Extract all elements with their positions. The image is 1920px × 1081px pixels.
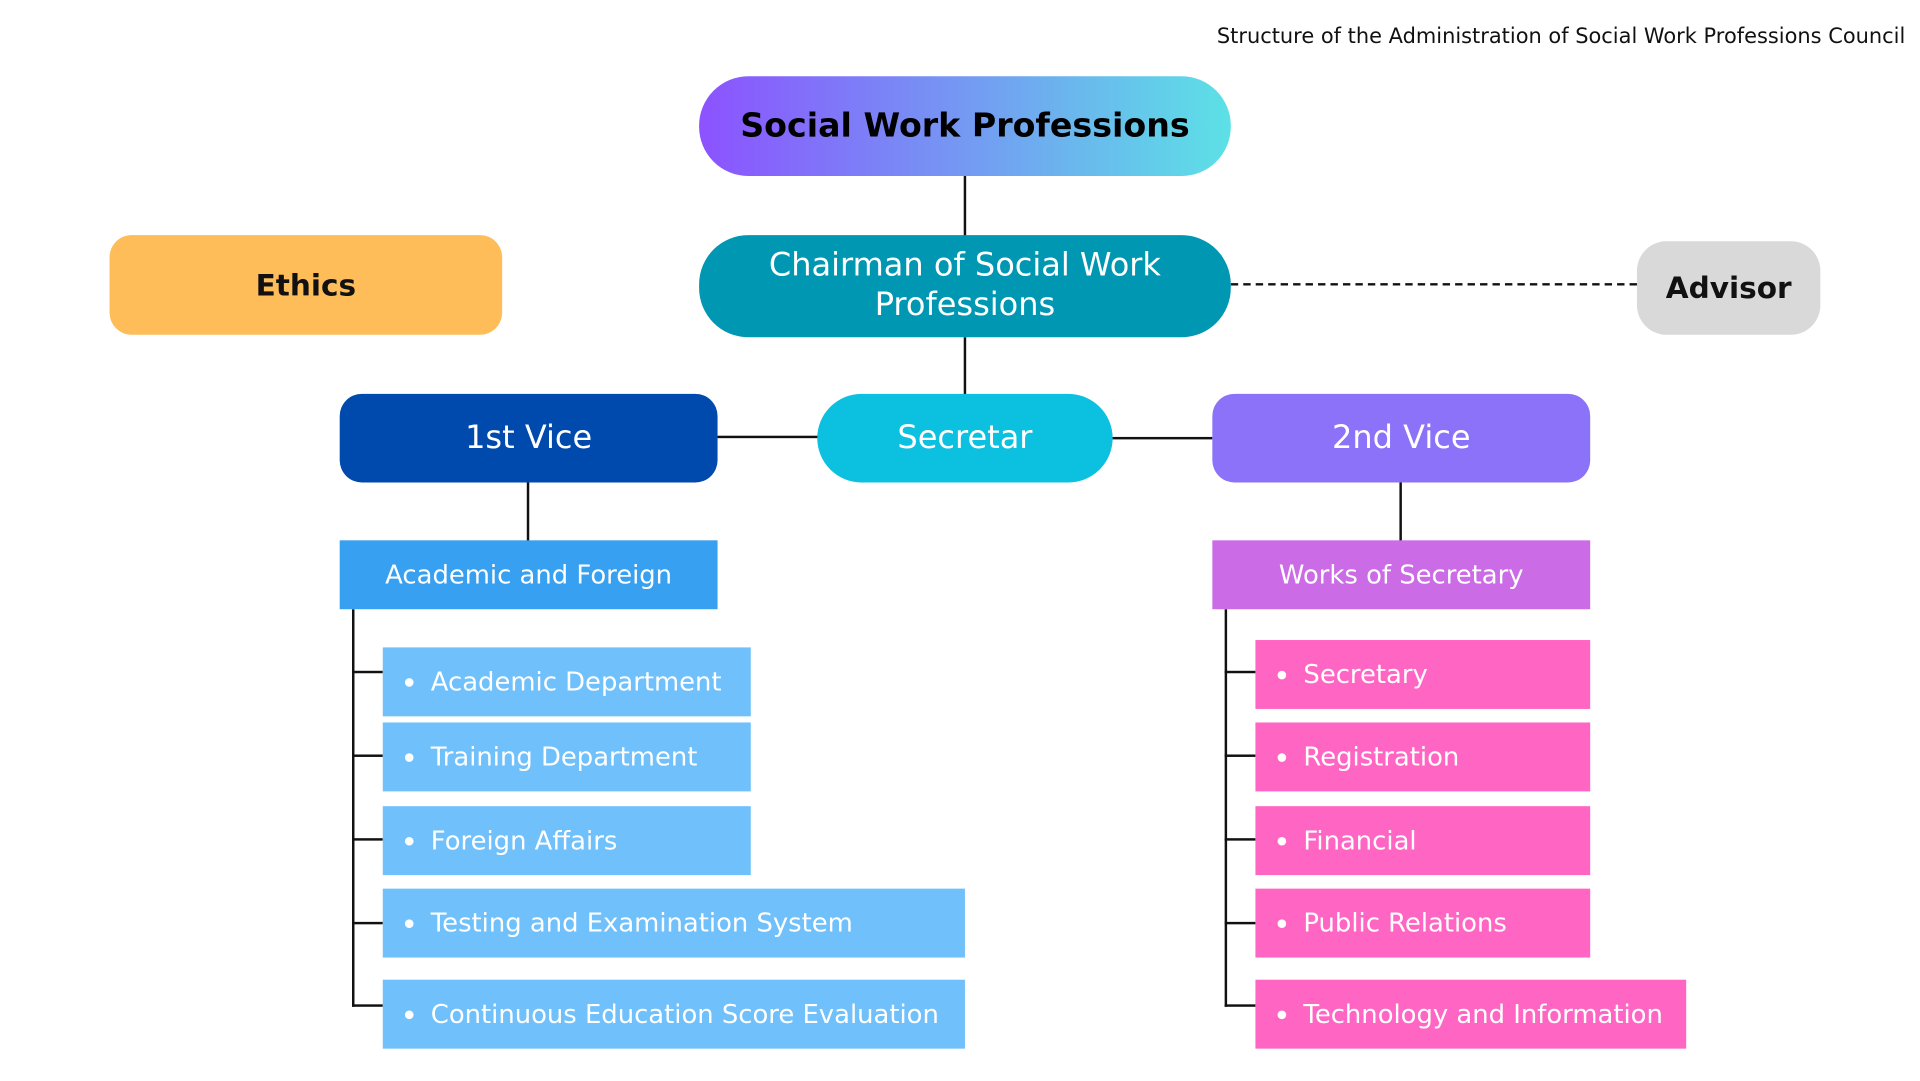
connector [1224, 754, 1256, 757]
connector [963, 337, 967, 396]
item-label: Training Department [430, 742, 698, 772]
connector [352, 754, 383, 757]
connector [526, 482, 530, 542]
node-ethics: Ethics [109, 235, 503, 335]
list-item: Technology and Information [1255, 979, 1687, 1049]
connector [352, 1004, 383, 1007]
connector [1224, 670, 1256, 674]
item-label: Foreign Affairs [430, 825, 618, 856]
node-2nd-vice: 2nd Vice [1212, 393, 1591, 483]
bullet-icon [1277, 1009, 1287, 1019]
list-item: Foreign Affairs [382, 806, 751, 876]
connector [1224, 838, 1256, 841]
connector [1224, 921, 1256, 925]
connector [352, 609, 355, 1007]
connector [963, 176, 967, 237]
bullet-icon [404, 918, 414, 928]
connector [352, 838, 383, 841]
node-social-work-professions: Social Work Professions [699, 76, 1231, 177]
connector [352, 670, 383, 674]
node-academic-and-foreign: Academic and Foreign [339, 540, 718, 610]
bullet-icon [404, 1009, 414, 1019]
bullet-icon [1277, 670, 1287, 679]
bullet-icon [1277, 836, 1287, 845]
list-item: Registration [1255, 722, 1591, 792]
node-1st-vice: 1st Vice [339, 393, 718, 483]
list-item: Training Department [382, 722, 751, 792]
connector [717, 435, 819, 439]
dashed-connector [1230, 283, 1637, 286]
list-item: Secretary [1255, 640, 1591, 709]
node-chairman: Chairman of Social Work Professions [699, 235, 1231, 338]
list-item: Testing and Examination System [382, 888, 965, 958]
item-label: Public Relations [1303, 908, 1507, 938]
item-label: Continuous Education Score Evaluation [430, 999, 939, 1029]
bullet-icon [404, 752, 414, 762]
list-item: Financial [1255, 806, 1591, 876]
item-label: Financial [1303, 825, 1417, 856]
connector [352, 921, 383, 925]
item-label: Academic Department [430, 667, 722, 697]
connector [1224, 609, 1228, 1007]
chart-title: Structure of the Administration of Socia… [1216, 24, 1906, 50]
item-label: Technology and Information [1303, 999, 1663, 1029]
list-item: Public Relations [1255, 888, 1591, 958]
node-advisor: Advisor [1636, 241, 1821, 335]
bullet-icon [404, 836, 414, 845]
list-item: Continuous Education Score Evaluation [382, 979, 965, 1049]
node-secretar: Secretar [817, 393, 1113, 483]
item-label: Secretary [1303, 659, 1428, 690]
bullet-icon [404, 677, 414, 687]
bullet-icon [1277, 752, 1287, 762]
item-label: Registration [1303, 742, 1460, 772]
bullet-icon [1277, 918, 1287, 928]
connector [1111, 436, 1213, 440]
connector [1224, 1004, 1256, 1007]
node-works-of-secretary: Works of Secretary [1212, 540, 1591, 610]
item-label: Testing and Examination System [430, 908, 853, 938]
list-item: Academic Department [382, 647, 751, 717]
connector [1399, 482, 1402, 542]
